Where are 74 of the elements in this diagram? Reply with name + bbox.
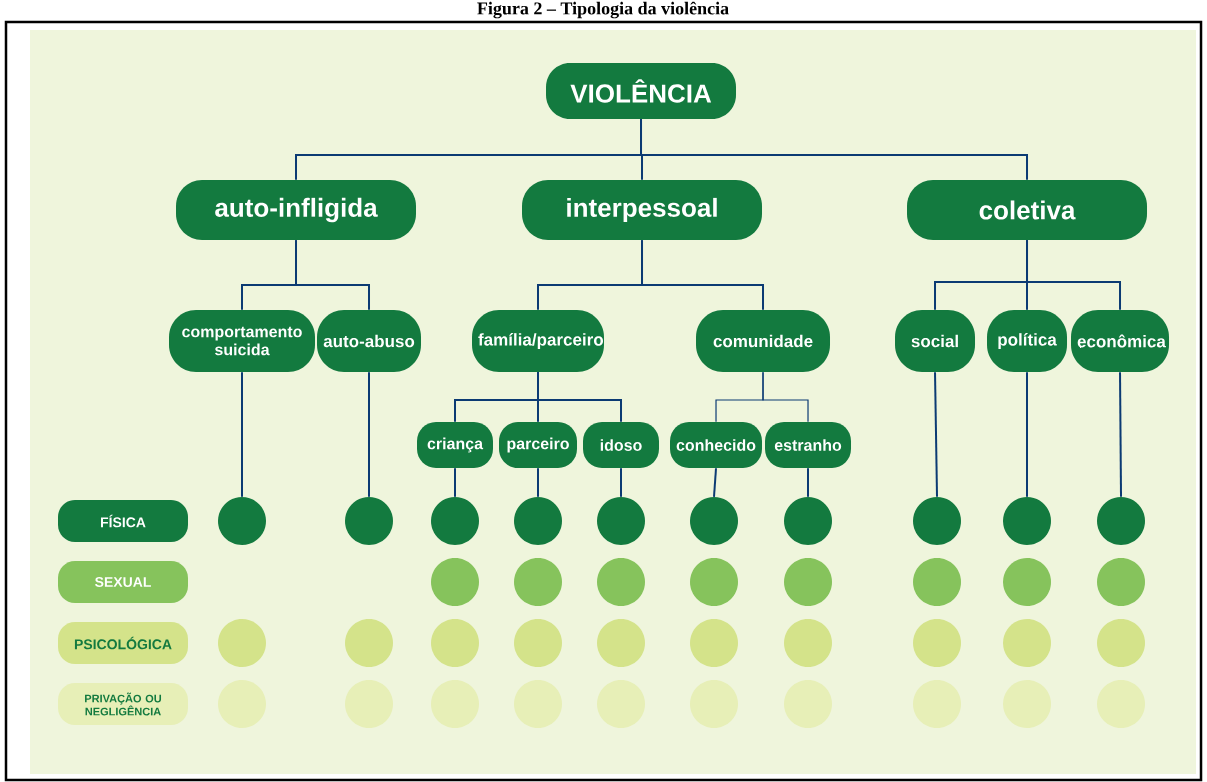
- dot: [514, 558, 562, 606]
- dot: [784, 680, 832, 728]
- dot: [913, 619, 961, 667]
- dot: [1003, 497, 1051, 545]
- dot: [431, 680, 479, 728]
- dot: [690, 558, 738, 606]
- dot: [597, 558, 645, 606]
- category-pill: comportamento suicida: [169, 310, 315, 372]
- category-pill: conhecido: [670, 422, 762, 468]
- connector-line: [934, 371, 938, 498]
- category-pill: social: [895, 310, 975, 372]
- dot: [431, 497, 479, 545]
- connector-line: [295, 239, 370, 311]
- connector-line: [713, 467, 717, 498]
- row-label: SEXUAL: [58, 561, 188, 603]
- dot: [1097, 497, 1145, 545]
- connector-line: [1026, 371, 1028, 498]
- dot: [784, 619, 832, 667]
- dot: [913, 497, 961, 545]
- connector-line: [1119, 371, 1122, 498]
- connector-line: [537, 371, 622, 423]
- category-pill: política: [987, 310, 1067, 372]
- dot: [784, 558, 832, 606]
- dot: [431, 558, 479, 606]
- dot: [690, 619, 738, 667]
- connector-line: [454, 467, 456, 498]
- dot: [597, 497, 645, 545]
- dot: [1003, 619, 1051, 667]
- category-pill: VIOLÊNCIA: [546, 63, 736, 119]
- dot: [345, 497, 393, 545]
- category-pill: parceiro: [499, 422, 577, 468]
- category-pill: idoso: [583, 422, 659, 468]
- dot: [345, 680, 393, 728]
- row-label: FÍSICA: [58, 500, 188, 542]
- connector-line: [537, 467, 539, 498]
- category-pill: família/parceiro: [472, 310, 604, 372]
- dot: [1097, 558, 1145, 606]
- dot: [514, 619, 562, 667]
- category-pill: estranho: [765, 422, 851, 468]
- row-label: PRIVAÇÃO OU NEGLIGÊNCIA: [58, 683, 188, 725]
- dot: [1003, 680, 1051, 728]
- dot: [784, 497, 832, 545]
- dot: [597, 619, 645, 667]
- dot: [514, 680, 562, 728]
- category-pill: criança: [417, 422, 493, 468]
- dot: [1097, 680, 1145, 728]
- dot: [913, 558, 961, 606]
- connector-line: [641, 239, 764, 311]
- connector-line: [807, 467, 809, 498]
- dot: [913, 680, 961, 728]
- dot: [431, 619, 479, 667]
- connector-line: [620, 467, 622, 498]
- dot: [597, 680, 645, 728]
- connector-line: [762, 371, 809, 423]
- dot: [1003, 558, 1051, 606]
- dot: [218, 497, 266, 545]
- dot: [690, 680, 738, 728]
- category-pill: auto-infligida: [176, 180, 416, 240]
- category-pill: econômica: [1071, 310, 1169, 372]
- dot: [690, 497, 738, 545]
- connector-line: [368, 371, 370, 498]
- connector-line: [241, 371, 243, 498]
- figure-title: Figura 2 – Tipologia da violência: [477, 1, 729, 19]
- dot: [218, 680, 266, 728]
- category-pill: coletiva: [907, 180, 1147, 240]
- row-label: PSICOLÓGICA: [58, 622, 188, 664]
- dot: [218, 619, 266, 667]
- connector-line: [640, 118, 1028, 181]
- dot: [345, 619, 393, 667]
- connector-line: [1026, 239, 1121, 311]
- dot: [514, 497, 562, 545]
- category-pill: interpessoal: [522, 180, 762, 240]
- dot: [1097, 619, 1145, 667]
- category-pill: comunidade: [696, 310, 830, 372]
